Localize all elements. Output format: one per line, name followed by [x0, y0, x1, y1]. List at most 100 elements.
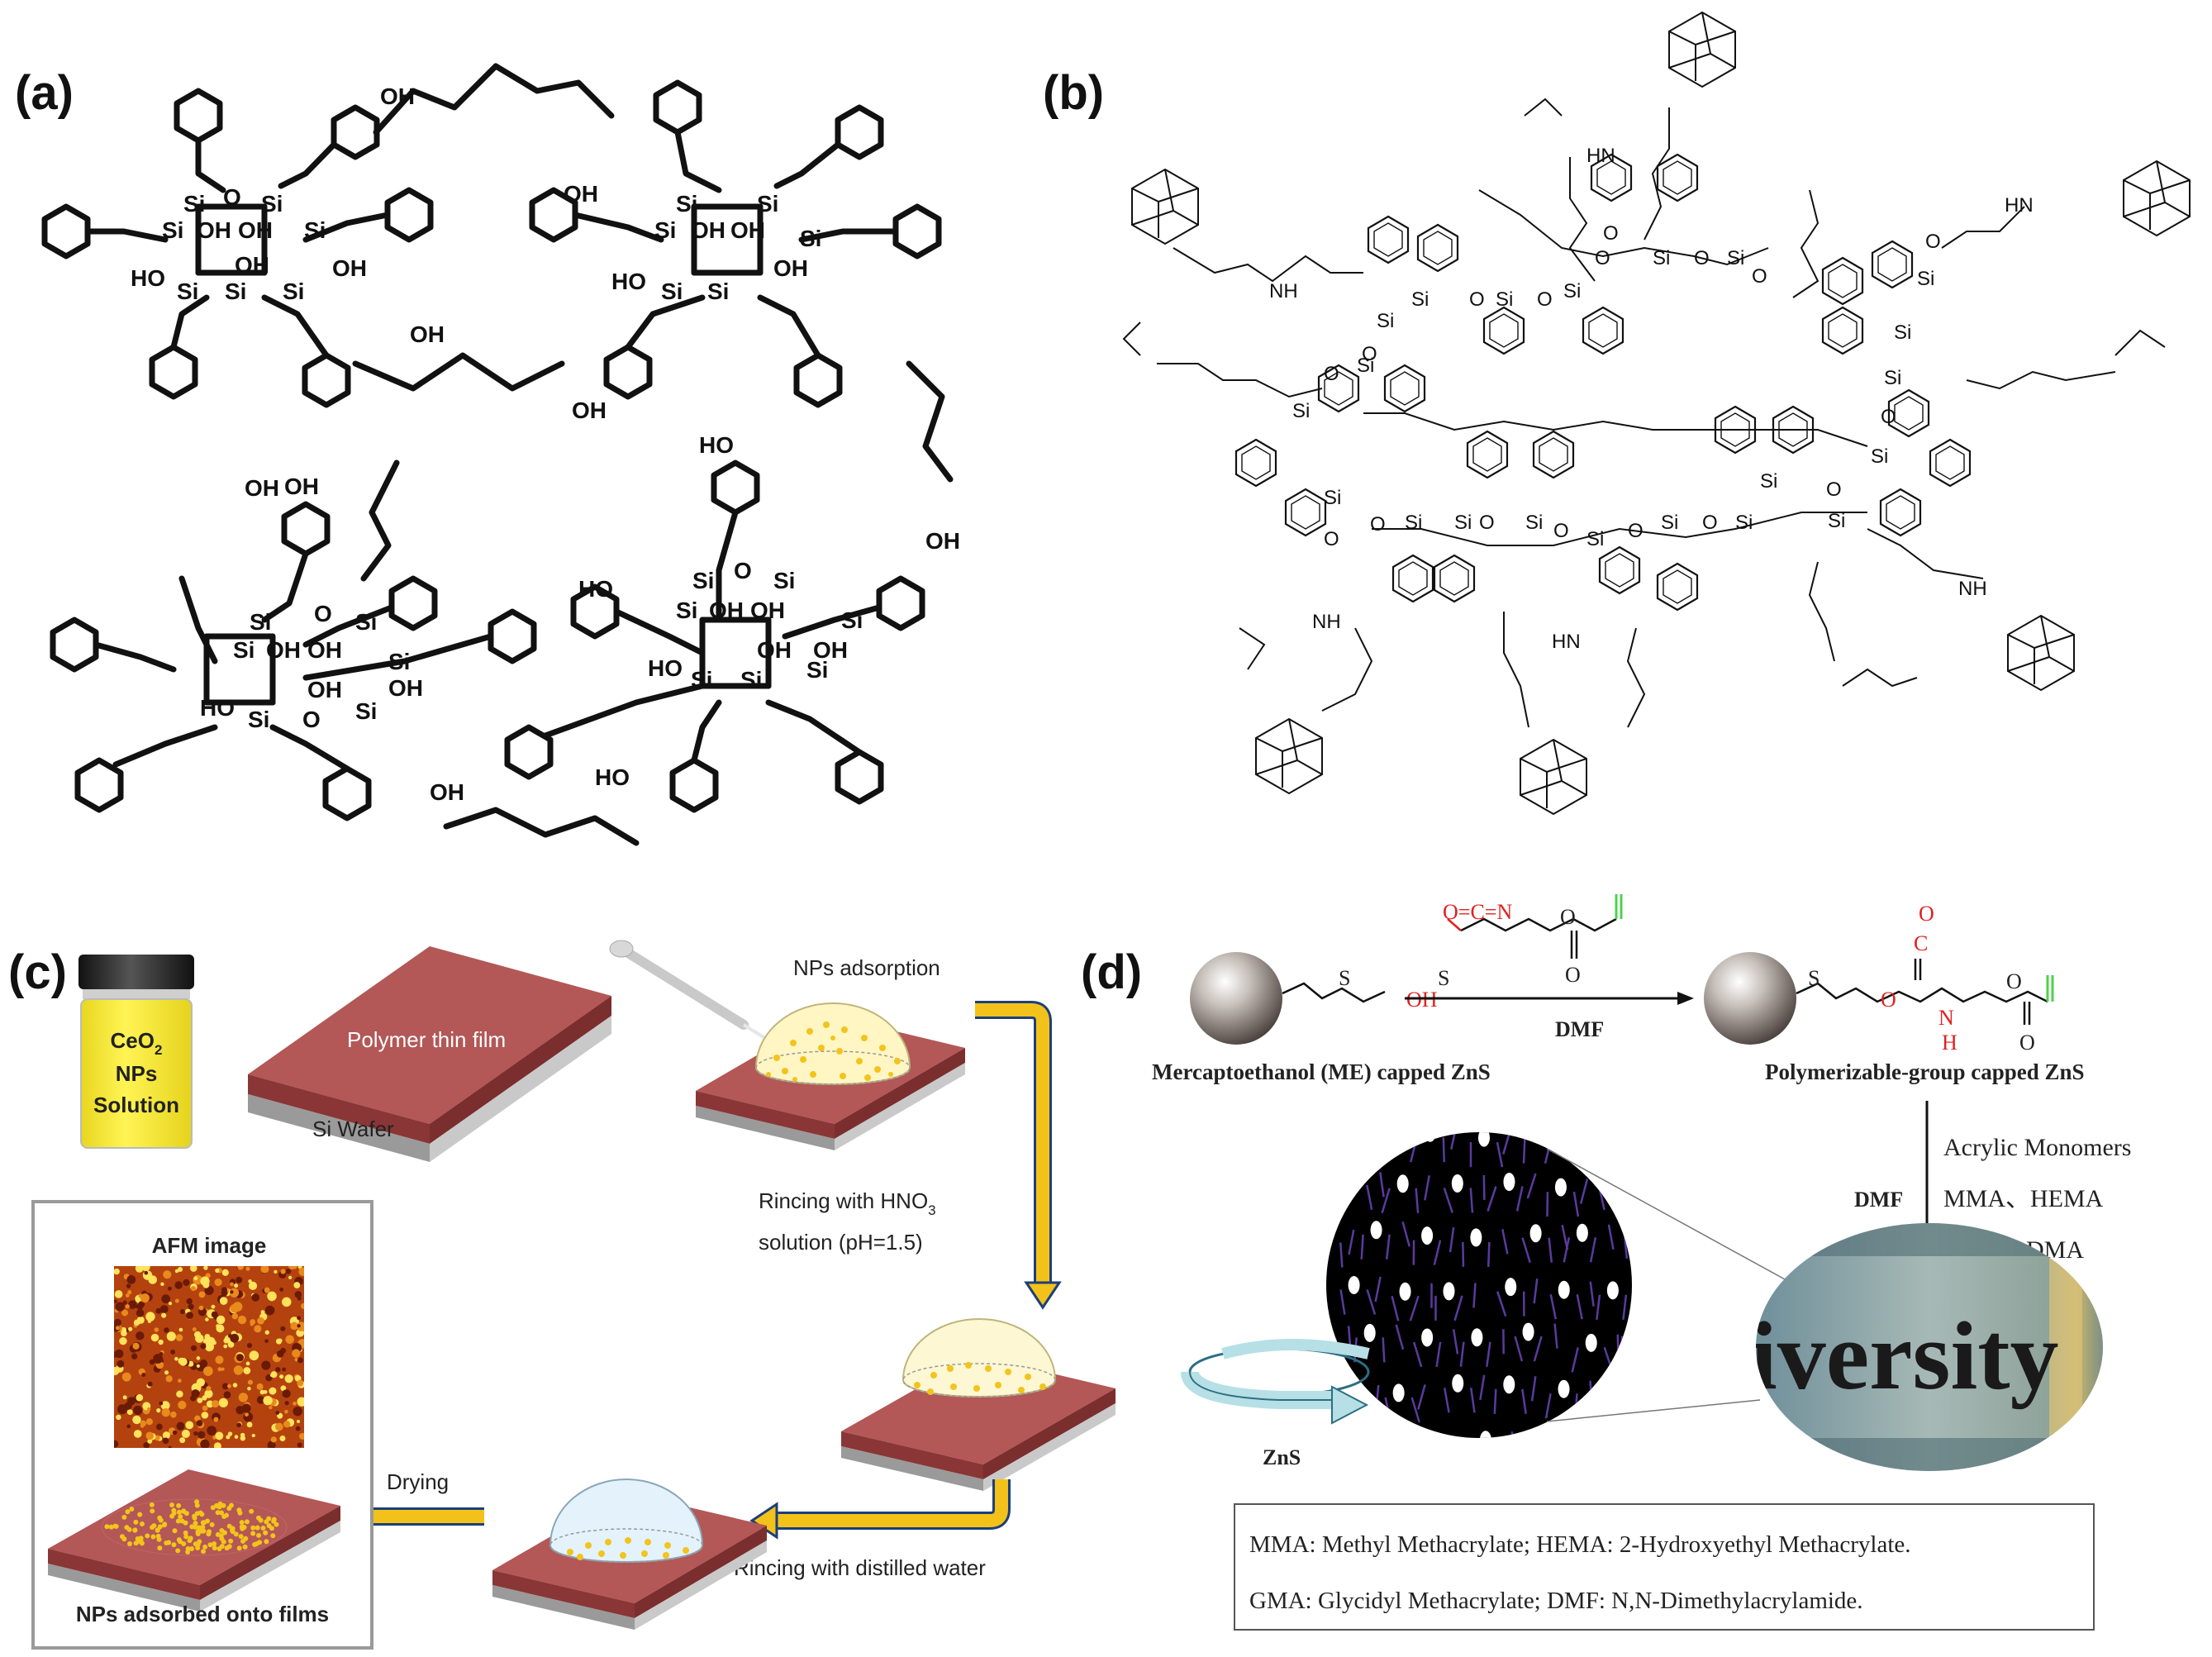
afm-speckle [178, 1266, 183, 1273]
nanoparticle-dot [238, 1534, 244, 1540]
afm-speckle [114, 1349, 124, 1359]
particle-dot [1631, 1220, 1632, 1239]
network-edge [1612, 1132, 1618, 1150]
network-edge [1366, 1289, 1377, 1315]
afm-speckle [227, 1431, 233, 1436]
nanoparticle-dot [195, 1541, 201, 1547]
afm-speckle [168, 1445, 172, 1448]
network-edge [1579, 1178, 1589, 1204]
network-edge [1639, 1282, 1646, 1307]
afm-speckle [181, 1429, 190, 1438]
afm-speckle [216, 1315, 226, 1325]
panel-d: (d) S S S OH O=C=N O O C O O N H O O [1081, 894, 2131, 1631]
afm-speckle [178, 1357, 188, 1366]
afm-speckle [153, 1354, 164, 1364]
nanoparticle-dot [125, 1509, 131, 1515]
particle-dot [1522, 1322, 1534, 1341]
carbamate-c-label: C [1914, 931, 1928, 955]
oh-label: OH [430, 779, 464, 805]
afm-speckle [207, 1426, 216, 1436]
o-label: O [1479, 512, 1495, 534]
nanoparticle-dot [256, 1532, 262, 1538]
afm-speckle [193, 1431, 198, 1436]
afm-speckle [160, 1401, 170, 1411]
oh-label: OH [572, 398, 607, 423]
network-edge [1544, 1393, 1552, 1419]
afm-speckle [201, 1412, 209, 1419]
si-label: Si [1760, 470, 1777, 493]
network-edge [1433, 1240, 1442, 1265]
particle-dot [1606, 1281, 1619, 1300]
o-label: O [1702, 512, 1718, 534]
particle-dot [1558, 1280, 1570, 1299]
particle-dot [1522, 1434, 1534, 1438]
me-capped-label: Mercaptoethanol (ME) capped ZnS [1152, 1059, 1491, 1084]
network-edge [1691, 1274, 1693, 1298]
network-edge [1570, 1440, 1571, 1464]
afm-speckle [196, 1420, 203, 1426]
si-label: Si [355, 698, 377, 724]
afm-speckle [121, 1309, 129, 1317]
o-label: O [1881, 406, 1896, 428]
nanoparticle-dot [171, 1507, 177, 1513]
si-label: Si [388, 649, 410, 674]
afm-speckle [156, 1407, 161, 1413]
oh-label: OH [709, 598, 744, 623]
nanoparticle-dot [172, 1528, 178, 1534]
network-edge [1623, 1136, 1628, 1162]
afm-speckle [122, 1395, 127, 1400]
si-label: Si [1586, 528, 1604, 550]
sulfur-label: S [1808, 966, 1820, 990]
nh-label: NH [1312, 611, 1341, 633]
si-label: Si [691, 667, 712, 693]
rinse-hno3-label: Rincing with HNO [759, 1188, 928, 1213]
si-label: Si [841, 607, 863, 633]
vial-label-sub: 2 [155, 1042, 162, 1058]
afm-speckle [261, 1360, 271, 1370]
si-label: Si [1735, 512, 1753, 534]
network-edge [1533, 1336, 1543, 1362]
nanoparticle-dot [195, 1529, 201, 1535]
nanoparticle-dot [121, 1536, 127, 1542]
afm-speckle [238, 1393, 249, 1402]
network-edge [1337, 1136, 1342, 1163]
reaction-arrow [1405, 992, 1694, 1005]
si-label: Si [707, 279, 729, 304]
afm-speckle [205, 1317, 209, 1321]
afm-speckle [114, 1440, 119, 1448]
network-edge [1515, 1186, 1524, 1212]
network-edge [1432, 1449, 1435, 1474]
panel-c-label: (c) [8, 945, 67, 999]
afm-speckle [115, 1302, 125, 1312]
afm-speckle [237, 1266, 244, 1270]
vial-cap [78, 955, 194, 989]
afm-speckle [114, 1299, 117, 1303]
nanoparticle-dot [121, 1514, 127, 1520]
nanoparticle-dot [212, 1540, 217, 1546]
afm-speckle [189, 1266, 197, 1272]
network-edge [1658, 1221, 1664, 1245]
afm-speckle [296, 1420, 300, 1424]
dmf-label-side: DMF [1854, 1188, 1903, 1212]
afm-speckle [284, 1401, 289, 1406]
particle-dot [1364, 1132, 1377, 1140]
afm-speckle [247, 1387, 251, 1391]
nanoparticle-dot [108, 1524, 114, 1530]
afm-speckle [126, 1409, 133, 1416]
o-label: O [1324, 528, 1339, 550]
nanoparticle-dot [145, 1533, 150, 1539]
particle-dot [1326, 1428, 1334, 1438]
afm-speckle [221, 1367, 225, 1371]
polymer-film-slab: Polymer thin film Si Wafer [248, 946, 611, 1162]
afm-speckle [147, 1439, 153, 1444]
afm-speckle [276, 1350, 284, 1358]
afm-speckle [247, 1379, 253, 1385]
afm-speckle [223, 1344, 228, 1349]
afm-speckle [164, 1327, 169, 1333]
vial-label-solution: Solution [93, 1093, 179, 1117]
si-label: Si [773, 568, 795, 593]
afm-speckle [163, 1270, 172, 1279]
oh-label: OH [773, 255, 808, 281]
network-edge [1349, 1429, 1355, 1438]
particle-dot [1396, 1174, 1409, 1193]
